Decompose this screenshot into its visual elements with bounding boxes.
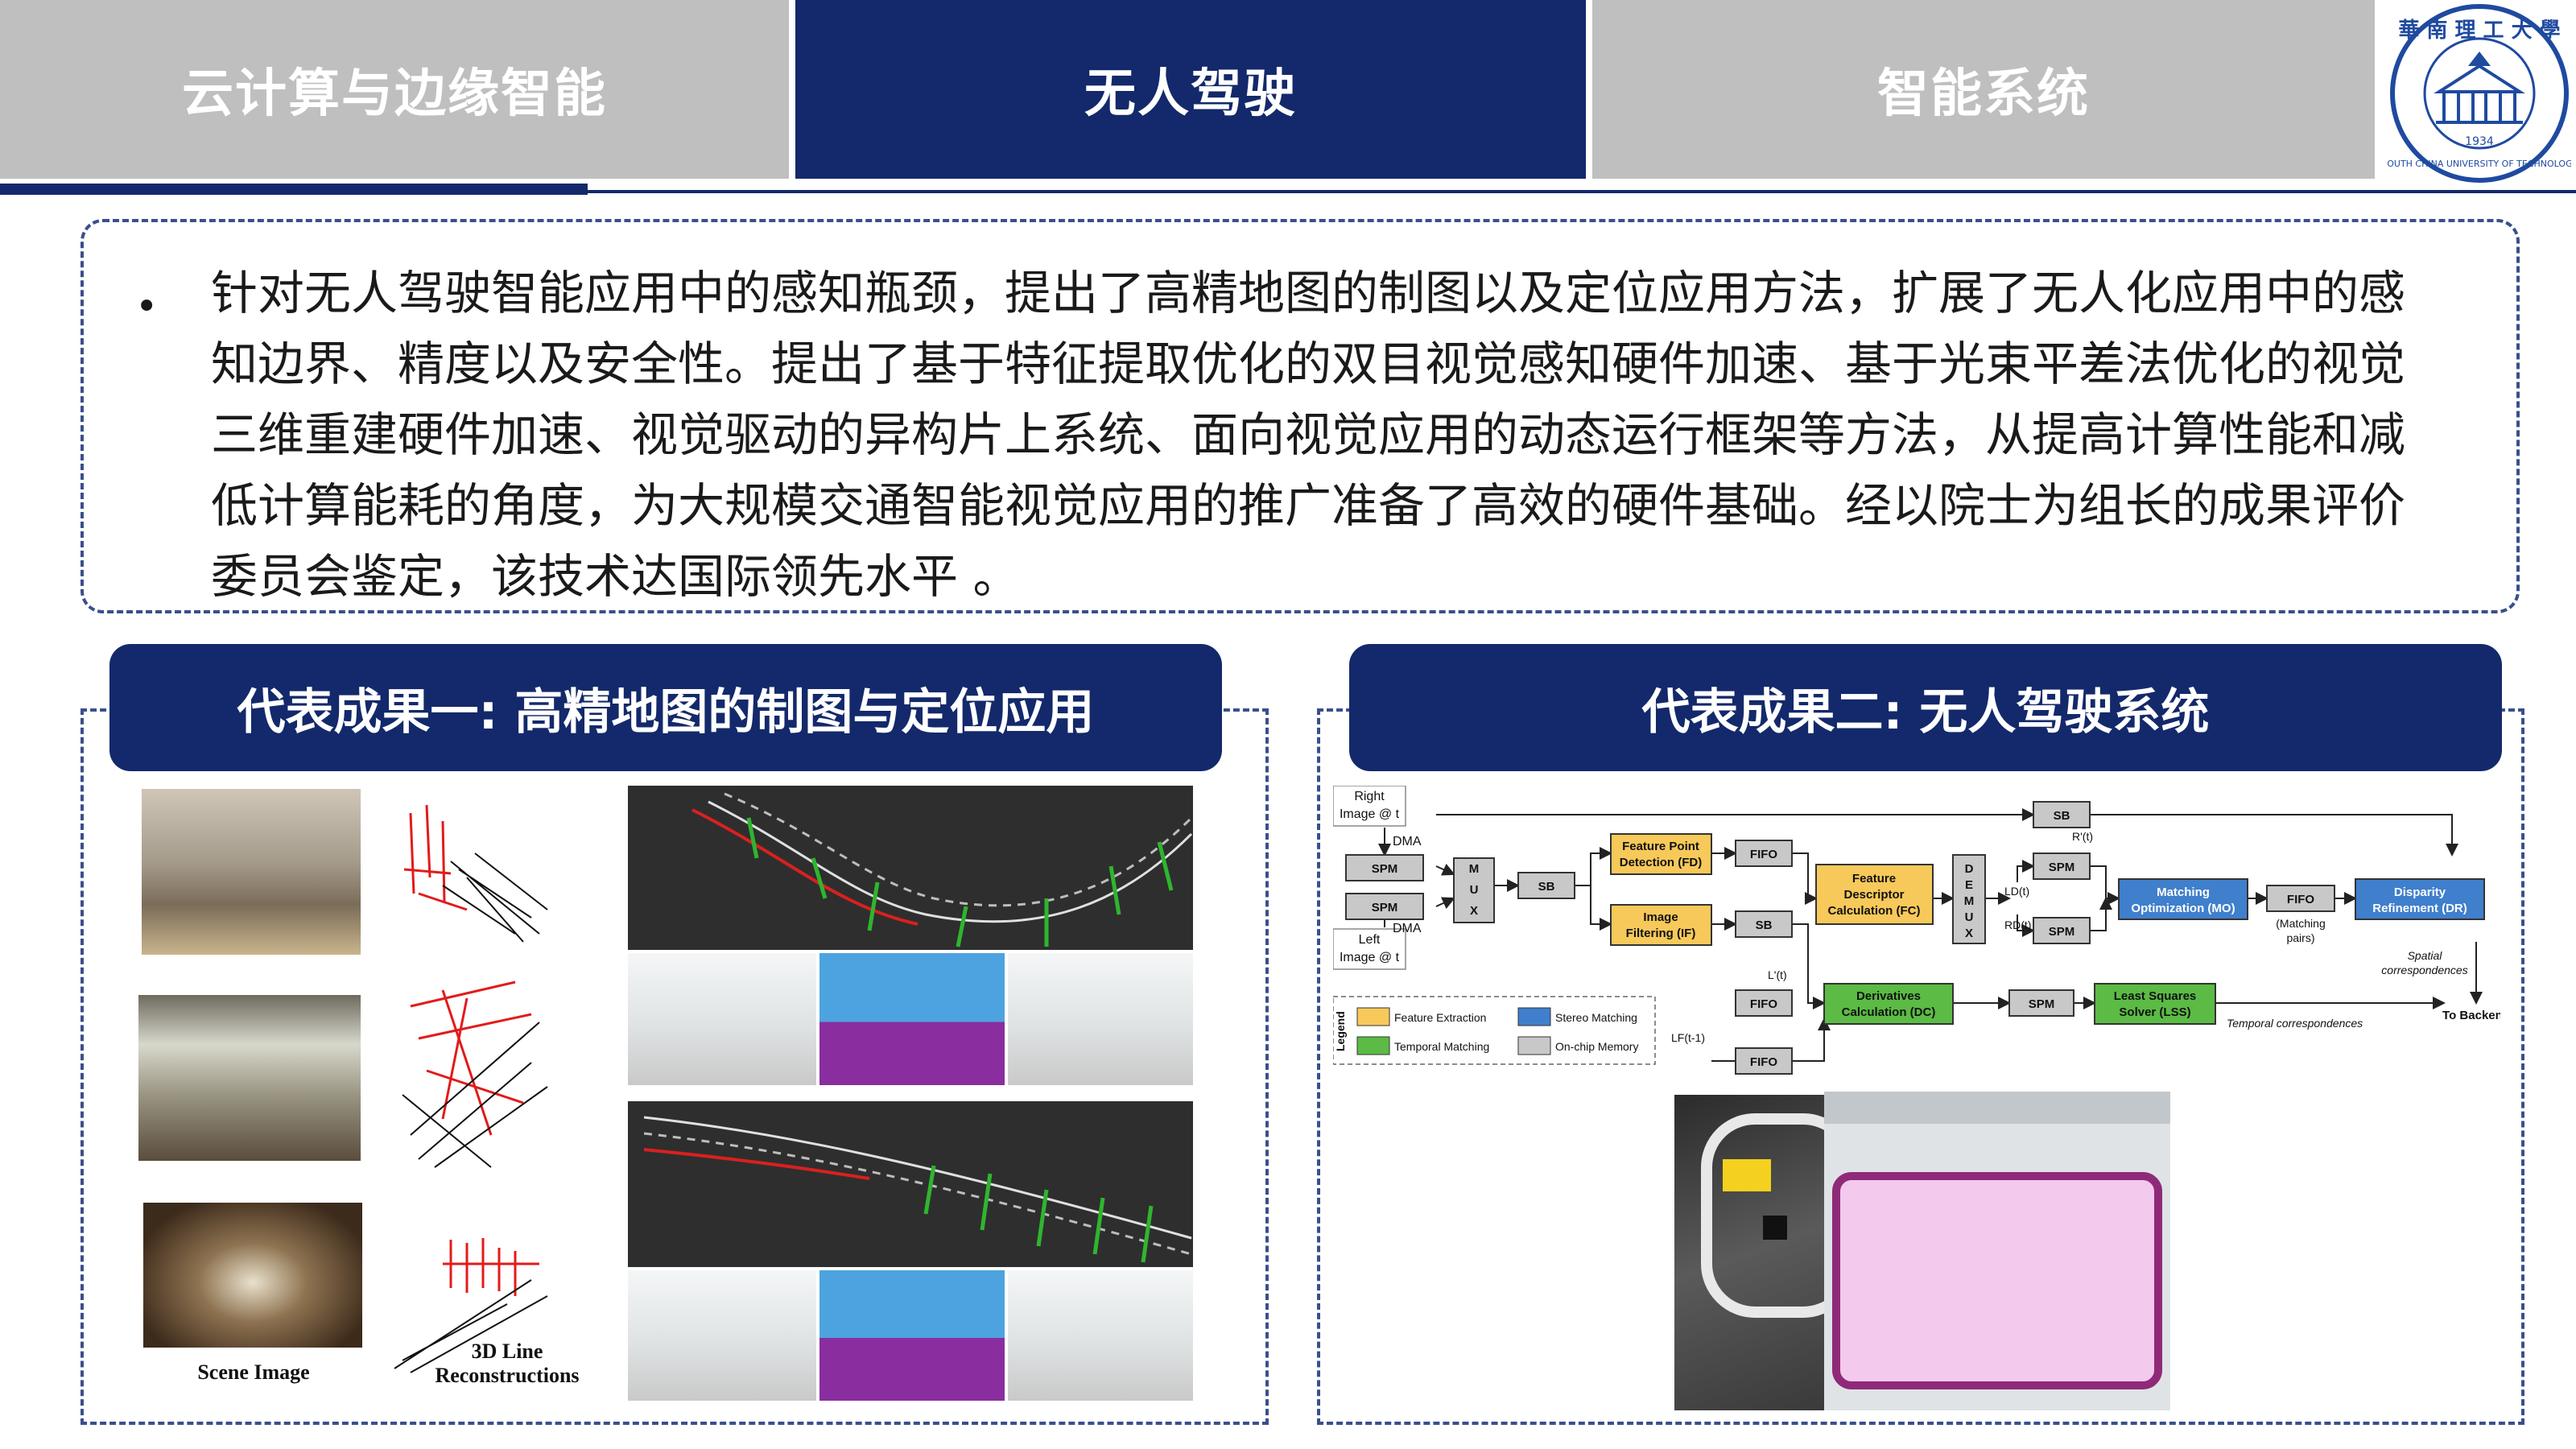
diag-spm-left: SPM bbox=[1372, 901, 1398, 914]
diag-sb-2: SB bbox=[1756, 919, 1773, 932]
sim-camera-mid-bottom bbox=[819, 1270, 1005, 1401]
svg-text:華 南 理 工 大 學: 華 南 理 工 大 學 bbox=[2398, 19, 2560, 43]
scut-seal-icon: 華 南 理 工 大 學 1934 SOUTH CHINA UNIVERSITY … bbox=[2388, 4, 2571, 183]
slam-occupancy-map bbox=[1832, 1172, 2162, 1389]
tab-cloud-edge[interactable]: 云计算与边缘智能 bbox=[0, 0, 789, 179]
slam-map-screenshot bbox=[1824, 1092, 2170, 1410]
hd-map-view-top bbox=[628, 786, 1193, 950]
diag-legend-fe: Feature Extraction bbox=[1394, 1011, 1486, 1024]
summary-bullet: • bbox=[135, 284, 159, 329]
diag-mux-x: X bbox=[1470, 904, 1478, 918]
diag-l-t: L'(t) bbox=[1768, 968, 1787, 981]
diag-temporal-corr: Temporal correspondences bbox=[2227, 1017, 2363, 1030]
diag-fc-2: Descriptor bbox=[1843, 888, 1904, 902]
robot-track-photo bbox=[1674, 1095, 1857, 1410]
line-reconstruction-2 bbox=[402, 980, 548, 1168]
section2-title: 代表成果二: 无人驾驶系统 bbox=[1349, 644, 2502, 771]
sim-camera-right-top bbox=[1008, 953, 1193, 1085]
diag-demux-e: E bbox=[1965, 878, 1973, 892]
hd-map-view-bottom bbox=[628, 1101, 1193, 1267]
tab-intelligent-systems[interactable]: 智能系统 bbox=[1592, 0, 2375, 179]
summary-text: 针对无人驾驶智能应用中的感知瓶颈，提出了高精地图的制图以及定位应用方法，扩展了无… bbox=[211, 266, 2406, 604]
diag-legend-om: On-chip Memory bbox=[1555, 1040, 1638, 1053]
diag-right-image-1: Right bbox=[1354, 790, 1385, 803]
diag-demux-d: D bbox=[1965, 862, 1974, 876]
diag-if-1: Image bbox=[1643, 910, 1678, 924]
slam-toolbar bbox=[1824, 1092, 2170, 1124]
diag-mo-2: Optimization (MO) bbox=[2131, 902, 2235, 915]
sim-camera-left-top bbox=[628, 953, 816, 1085]
line-reconstruction-caption: 3D Line Reconstructions bbox=[435, 1340, 580, 1387]
diag-matching-pairs-2: pairs) bbox=[2286, 931, 2314, 944]
line-reconstruction-1 bbox=[403, 804, 548, 943]
diag-dma-bottom: DMA bbox=[1393, 922, 1422, 935]
svg-text:SOUTH CHINA UNIVERSITY OF TECH: SOUTH CHINA UNIVERSITY OF TECHNOLOGY bbox=[2388, 159, 2571, 169]
header-rule-thick bbox=[0, 184, 588, 195]
diag-right-image-2: Image @ t bbox=[1340, 807, 1400, 821]
diag-r-t: R'(t) bbox=[2072, 830, 2093, 843]
diag-fifo-4: FIFO bbox=[1750, 1055, 1777, 1069]
diag-legend-sm: Stereo Matching bbox=[1555, 1011, 1637, 1024]
diag-fc-3: Calculation (FC) bbox=[1828, 904, 1921, 918]
diag-mux-m: M bbox=[1469, 862, 1480, 876]
summary-box bbox=[80, 219, 2520, 613]
diag-legend-title: Legend bbox=[1334, 1011, 1347, 1051]
diag-lss-2: Solver (LSS) bbox=[2119, 1005, 2190, 1019]
diag-spm-4: SPM bbox=[2049, 925, 2075, 939]
university-logo: 華 南 理 工 大 學 1934 SOUTH CHINA UNIVERSITY … bbox=[2383, 0, 2576, 187]
scene-image-hall bbox=[138, 995, 361, 1161]
hd-map-lanes-top bbox=[691, 792, 1193, 947]
hd-map-lanes-bottom bbox=[643, 1116, 1192, 1263]
diag-rd-t: RD(t) bbox=[2004, 919, 2031, 931]
diag-lf-t1: LF(t-1) bbox=[1671, 1031, 1705, 1044]
diag-lss-1: Least Squares bbox=[2114, 989, 2197, 1003]
diag-fd-1: Feature Point bbox=[1622, 840, 1699, 853]
tab-autonomous-driving[interactable]: 无人驾驶 bbox=[795, 0, 1586, 179]
sim-camera-right-bottom bbox=[1008, 1270, 1193, 1401]
line-reconstruction-3 bbox=[394, 1238, 548, 1373]
diag-to-backend: To Backend bbox=[2442, 1009, 2500, 1022]
diag-left-image-1: Left bbox=[1359, 933, 1381, 947]
sim-camera-left-bottom bbox=[628, 1270, 816, 1401]
diag-ld-t: LD(t) bbox=[2004, 885, 2029, 898]
scene-image-caption: Scene Image bbox=[197, 1360, 310, 1384]
diag-spatial-2: correspondences bbox=[2381, 964, 2467, 976]
scene-image-corridor bbox=[143, 1203, 362, 1348]
diag-fifo-1: FIFO bbox=[1750, 848, 1777, 861]
diag-fifo-3: FIFO bbox=[1750, 997, 1777, 1011]
diag-fd-2: Detection (FD) bbox=[1620, 856, 1703, 869]
diag-dma-top: DMA bbox=[1393, 835, 1422, 848]
scene-image-cathedral bbox=[142, 789, 361, 955]
diag-demux-m: M bbox=[1964, 894, 1975, 908]
diag-dc-1: Derivatives bbox=[1856, 989, 1921, 1003]
diag-legend-tm: Temporal Matching bbox=[1394, 1040, 1489, 1053]
diag-dc-2: Calculation (DC) bbox=[1842, 1005, 1936, 1019]
diag-dr-2: Refinement (DR) bbox=[2372, 902, 2467, 915]
header-rule-thin bbox=[588, 190, 2576, 193]
diag-spm-5: SPM bbox=[2029, 997, 2055, 1011]
diag-spatial-1: Spatial bbox=[2408, 949, 2443, 962]
section1-title: 代表成果一: 高精地图的制图与定位应用 bbox=[109, 644, 1222, 771]
diag-sb-3: SB bbox=[2054, 809, 2070, 823]
diag-spm-3: SPM bbox=[2049, 861, 2075, 874]
diag-demux-x: X bbox=[1965, 927, 1973, 940]
diag-dr-1: Disparity bbox=[2394, 886, 2446, 899]
diag-left-image-2: Image @ t bbox=[1340, 951, 1400, 964]
robot-track-lines bbox=[1701, 1113, 1857, 1318]
sim-camera-mid-top bbox=[819, 953, 1005, 1085]
diag-sb-1: SB bbox=[1538, 880, 1555, 894]
diag-matching-pairs-1: (Matching bbox=[2276, 917, 2325, 930]
diag-demux-u: U bbox=[1965, 910, 1974, 924]
diag-mux-u: U bbox=[1470, 883, 1479, 897]
diag-mo-1: Matching bbox=[2157, 886, 2210, 899]
diag-fc-1: Feature bbox=[1852, 872, 1896, 886]
diag-if-2: Filtering (IF) bbox=[1626, 927, 1696, 940]
diag-spm-right: SPM bbox=[1372, 862, 1398, 876]
svg-text:1934: 1934 bbox=[2465, 135, 2494, 148]
stereo-pipeline-diagram: Right Image @ t Left Image @ t DMA DMA S… bbox=[1333, 786, 2500, 1075]
diag-fifo-2: FIFO bbox=[2287, 893, 2314, 906]
